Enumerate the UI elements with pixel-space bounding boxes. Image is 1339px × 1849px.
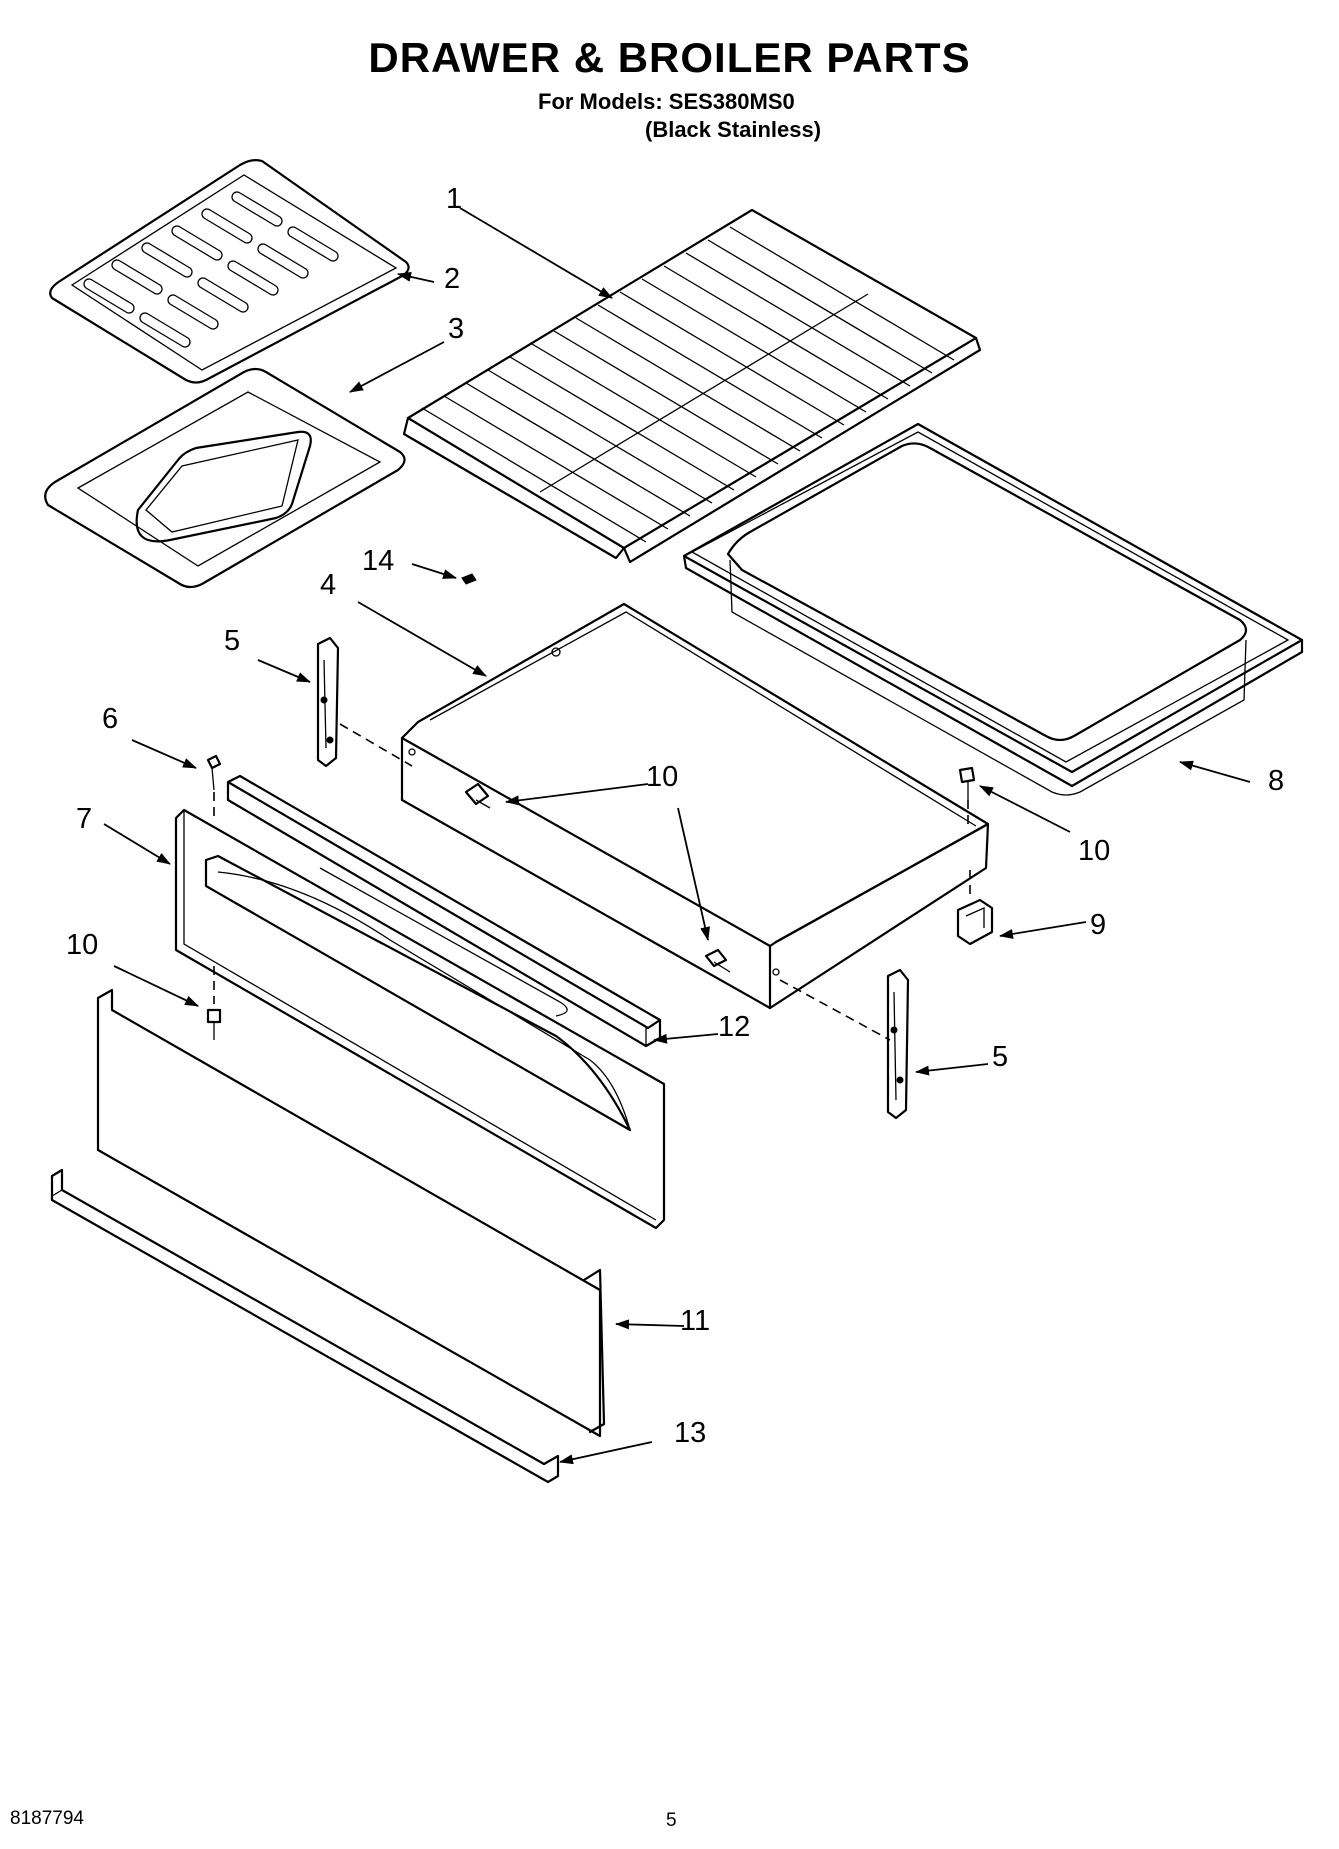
leader-4 bbox=[357, 601, 487, 677]
callout-10-drawer: 10 bbox=[646, 761, 679, 793]
leader-10a2 bbox=[677, 807, 710, 941]
leader-9 bbox=[999, 921, 1087, 939]
callout-1: 1 bbox=[446, 183, 463, 215]
screw-right bbox=[958, 766, 976, 828]
rail-alignment-line bbox=[779, 979, 891, 1041]
drawer-bracket bbox=[956, 870, 994, 946]
color-line: (Black Stainless) bbox=[645, 117, 822, 142]
leader-10b bbox=[979, 785, 1071, 833]
leader-8 bbox=[1179, 760, 1251, 783]
page-title: DRAWER & BROILER PARTS bbox=[368, 34, 971, 81]
leader-10a bbox=[505, 783, 649, 806]
screw-front bbox=[206, 966, 222, 1040]
callout-4: 4 bbox=[320, 569, 337, 601]
callout-10-front: 10 bbox=[66, 929, 99, 961]
handle-trim bbox=[226, 774, 662, 1048]
callout-3: 3 bbox=[448, 313, 465, 345]
drawer-liner bbox=[682, 422, 1304, 796]
callout-2: 2 bbox=[444, 263, 461, 295]
callout-5-right: 5 bbox=[992, 1041, 1009, 1073]
lower-front-panel bbox=[96, 988, 606, 1438]
drawer-rail-right bbox=[886, 968, 910, 1120]
callout-6: 6 bbox=[102, 703, 119, 735]
leader-11 bbox=[615, 1319, 685, 1330]
leader-5a bbox=[257, 659, 311, 683]
leader-7 bbox=[103, 823, 171, 865]
callout-10-right: 10 bbox=[1078, 835, 1111, 867]
leader-5b bbox=[915, 1063, 989, 1076]
clip-part bbox=[461, 573, 477, 585]
drawer-front-panel bbox=[174, 808, 666, 1230]
models-line: For Models: SES380MS0 bbox=[538, 89, 795, 114]
models-caption: For Models: SES380MS0 (Black Stainless) bbox=[538, 88, 821, 144]
drawer-rail-left bbox=[316, 636, 340, 768]
leader-1 bbox=[459, 207, 613, 299]
broiler-grid bbox=[49, 159, 410, 384]
callout-5-left: 5 bbox=[224, 625, 241, 657]
panel-pin bbox=[206, 754, 222, 820]
callout-13: 13 bbox=[674, 1417, 707, 1449]
callout-8: 8 bbox=[1268, 765, 1285, 797]
leader-12 bbox=[653, 1033, 719, 1044]
callout-12: 12 bbox=[718, 1011, 751, 1043]
callout-14: 14 bbox=[362, 545, 395, 577]
leader-13 bbox=[559, 1441, 653, 1465]
leader-3 bbox=[349, 341, 445, 393]
page-number: 5 bbox=[666, 1810, 677, 1831]
document-number: 8187794 bbox=[10, 1808, 84, 1829]
leader-2 bbox=[397, 271, 435, 283]
callout-11: 11 bbox=[680, 1305, 711, 1337]
broiler-pan bbox=[44, 367, 406, 589]
drawer-body bbox=[400, 602, 990, 1010]
leader-14 bbox=[411, 563, 457, 579]
oven-rack bbox=[402, 208, 982, 564]
callout-7: 7 bbox=[76, 803, 93, 835]
screw-center bbox=[704, 948, 731, 973]
leader-6 bbox=[131, 739, 197, 769]
leader-10c bbox=[113, 965, 199, 1007]
screw-left bbox=[464, 782, 491, 809]
callout-9: 9 bbox=[1090, 909, 1107, 941]
kick-strip bbox=[50, 1168, 560, 1484]
